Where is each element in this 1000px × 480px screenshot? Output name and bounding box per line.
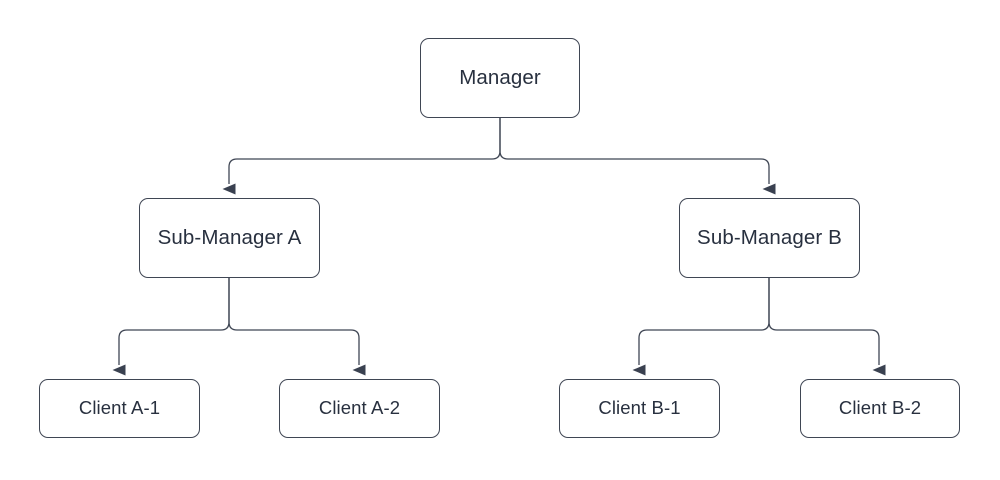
edge-manager-sub-b xyxy=(499,118,776,195)
node-client-b1-label: Client B-1 xyxy=(598,397,681,419)
node-manager-label: Manager xyxy=(459,65,541,89)
node-client-a2-label: Client A-2 xyxy=(318,397,401,419)
node-client-b2[interactable]: Client B-2 xyxy=(800,379,960,438)
node-sub-manager-a-label: Sub-Manager A xyxy=(157,225,302,249)
node-sub-manager-b[interactable]: Sub-Manager B xyxy=(679,198,860,278)
node-sub-manager-b-label: Sub-Manager B xyxy=(697,225,842,249)
edge-sub-a-client-a2 xyxy=(228,278,366,376)
edge-sub-a-client-a1 xyxy=(112,278,230,376)
node-client-a1-label: Client A-1 xyxy=(78,397,161,419)
node-client-b2-label: Client B-2 xyxy=(838,397,922,419)
edge-manager-sub-a xyxy=(222,118,501,195)
node-sub-manager-a[interactable]: Sub-Manager A xyxy=(139,198,320,278)
node-client-b1[interactable]: Client B-1 xyxy=(559,379,720,438)
node-client-a2[interactable]: Client A-2 xyxy=(279,379,440,438)
node-manager[interactable]: Manager xyxy=(420,38,580,118)
edge-sub-b-client-b1 xyxy=(632,278,770,376)
node-client-a1[interactable]: Client A-1 xyxy=(39,379,200,438)
edge-sub-b-client-b2 xyxy=(768,278,886,376)
